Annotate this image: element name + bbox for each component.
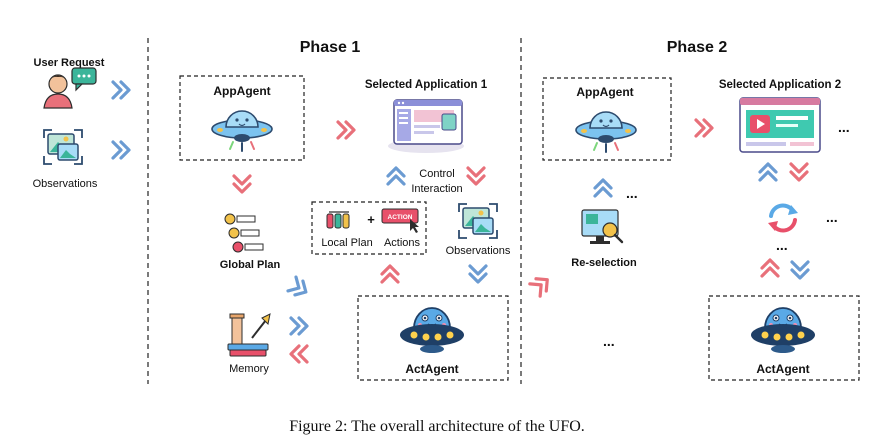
phase2-appagent-ufo-icon	[575, 111, 637, 153]
figure-caption: Figure 2: The overall architecture of th…	[289, 418, 585, 435]
global-plan-to-actagent-arrow-icon	[286, 275, 312, 301]
phase1-actagent-box	[357, 295, 509, 381]
phase2-title: Phase 2	[667, 39, 728, 56]
reselection-monitor-icon	[581, 209, 624, 244]
phase1-appagent-ufo-icon	[211, 110, 273, 152]
phase2-actagent-ufo-icon	[750, 307, 816, 354]
phase1-observations-label: Observations	[446, 245, 511, 257]
phase2-actagent-down-arrow-icon	[790, 260, 810, 280]
phase1-control-label: Control	[419, 168, 454, 180]
phase2-interaction-down-arrow-icon	[789, 162, 809, 182]
local-plan-icon	[326, 211, 350, 229]
refresh-cycle-icon	[768, 203, 798, 233]
observations-arrow-right-icon	[111, 140, 131, 160]
local-plan-actions-box	[311, 201, 427, 255]
user-request-label: User Request	[34, 57, 105, 69]
phase1-observations-icon	[458, 203, 498, 239]
actagent-to-memory-arrow-icon	[289, 344, 309, 364]
observations-input-label: Observations	[33, 178, 98, 190]
local-plan-label: Local Plan	[321, 237, 372, 249]
phase1-title: Phase 1	[300, 39, 361, 56]
user-avatar-icon	[43, 74, 73, 109]
phase-transition-arrow-icon	[528, 271, 554, 298]
phase1-appagent-label: AppAgent	[213, 84, 270, 98]
memory-to-actagent-arrow-icon	[289, 316, 309, 336]
phase1-control-up-arrow-icon	[386, 166, 406, 186]
action-button-icon: ACTION	[381, 208, 419, 233]
phase2-reselection-up-arrow-icon	[593, 178, 613, 198]
phase1-interaction-down-arrow-icon	[466, 166, 486, 186]
actions-label: Actions	[384, 237, 421, 249]
phase2-reselection-ellipsis: ...	[626, 185, 638, 201]
memory-icon	[227, 313, 271, 357]
phase1-observations-down-arrow-icon	[468, 264, 488, 284]
phase2-appagent-box	[542, 77, 672, 161]
action-tag-text: ACTION	[388, 214, 413, 221]
global-plan-label: Global Plan	[220, 259, 281, 271]
phase1-actagent-up-arrow-icon	[380, 264, 400, 284]
phase2-actagent-box	[708, 295, 860, 381]
phase1-interaction-label: Interaction	[411, 183, 462, 195]
phase2-application-window-icon	[739, 97, 821, 153]
phase2-control-up-arrow-icon	[758, 162, 778, 182]
phase2-app-ellipsis: ...	[838, 119, 850, 135]
phase1-actagent-ufo-icon	[399, 307, 465, 354]
phase1-selected-app-label: Selected Application 1	[365, 79, 488, 91]
phase2-cycle-below-ellipsis: ...	[776, 237, 788, 253]
request-arrow-right-icon	[111, 80, 131, 100]
phase2-to-app-arrow-icon	[694, 118, 714, 138]
observations-input-icon	[43, 129, 83, 165]
phase1-application-window-icon	[387, 99, 465, 154]
phase1-actagent-label: ActAgent	[405, 362, 458, 376]
phase2-bottom-ellipsis: ...	[603, 333, 615, 349]
phase2-actagent-label: ActAgent	[756, 362, 809, 376]
phase2-cycle-side-ellipsis: ...	[826, 209, 838, 225]
phase1-appagent-down-arrow-icon	[232, 174, 252, 194]
plus-sign: +	[367, 212, 375, 227]
phase2-selected-app-label: Selected Application 2	[719, 79, 841, 91]
phase1-appagent-box	[179, 75, 305, 161]
reselection-label: Re-selection	[571, 257, 637, 269]
global-plan-icon	[224, 213, 264, 253]
memory-label: Memory	[229, 363, 269, 375]
phase2-actagent-up-arrow-icon	[760, 258, 780, 278]
phase2-appagent-label: AppAgent	[576, 85, 633, 99]
chat-bubble-icon	[71, 67, 97, 92]
phase1-to-app-arrow-icon	[336, 120, 356, 140]
